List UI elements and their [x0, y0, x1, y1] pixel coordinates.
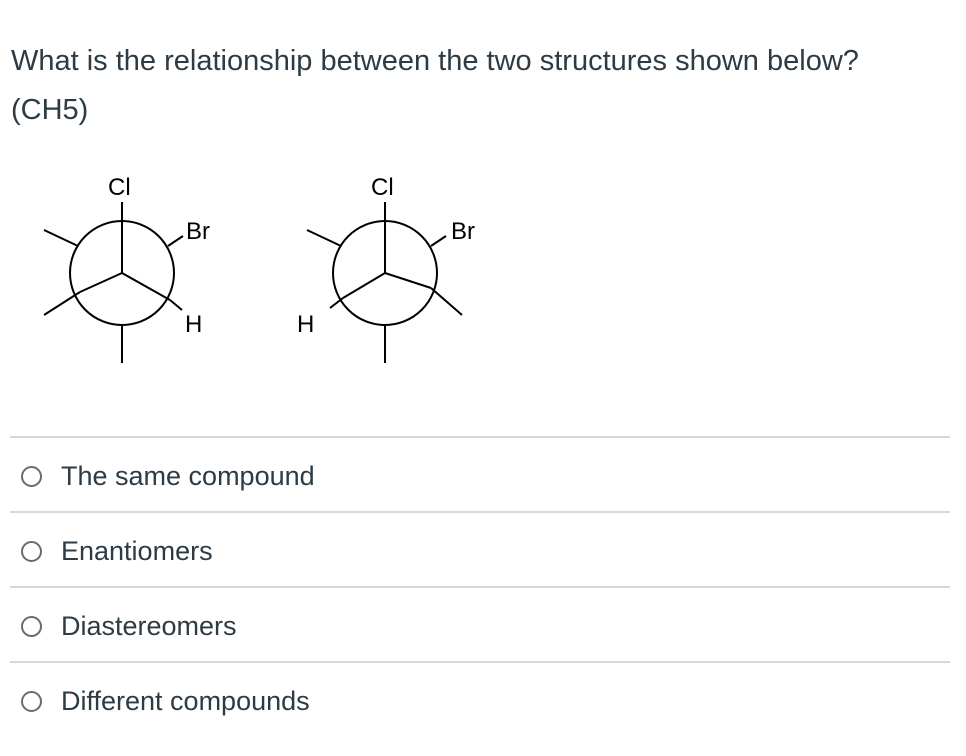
left-front-right-label: Br	[186, 218, 210, 245]
left-back-lower-right-label: H	[185, 311, 202, 338]
radio-button[interactable]	[21, 691, 42, 712]
right-front-top-label: Cl	[371, 174, 394, 201]
radio-button[interactable]	[21, 616, 42, 637]
answer-label: Different compounds	[61, 686, 310, 716]
left-front-top-label: Cl	[108, 174, 131, 201]
right-back-lower-left-label: H	[297, 311, 314, 338]
answer-option-different-compounds[interactable]: Different compounds	[10, 661, 950, 736]
left-newman-projection	[43, 202, 184, 363]
question-text: What is the relationship between the two…	[11, 45, 859, 126]
answer-option-same-compound[interactable]: The same compound	[10, 436, 950, 511]
radio-button[interactable]	[21, 541, 42, 562]
newman-projections-figure: Cl Br H Cl Br H	[0, 160, 560, 380]
answer-option-diastereomers[interactable]: Diastereomers	[10, 586, 950, 661]
right-newman-projection	[306, 202, 463, 363]
answer-option-enantiomers[interactable]: Enantiomers	[10, 511, 950, 586]
radio-button[interactable]	[21, 466, 42, 487]
right-front-right-label: Br	[451, 218, 475, 245]
answer-label: Diastereomers	[61, 611, 237, 641]
answer-list: The same compound Enantiomers Diastereom…	[10, 436, 950, 736]
answer-label: Enantiomers	[61, 536, 213, 566]
answer-label: The same compound	[61, 461, 315, 491]
